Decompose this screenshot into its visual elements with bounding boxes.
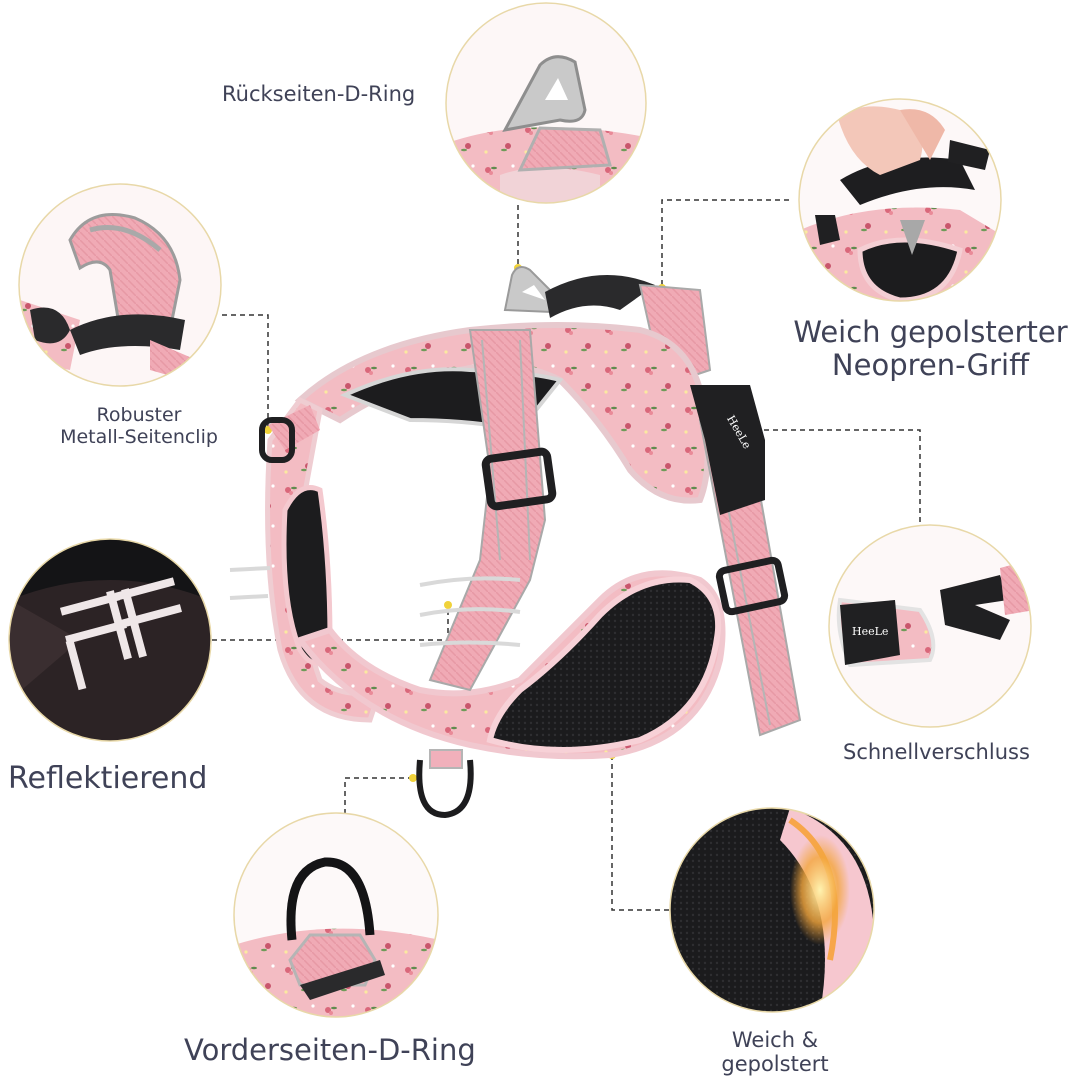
label-side-clip: Robuster Metall-Seitenclip [60,404,218,448]
leader-side-clip [222,314,269,430]
leader-handle [661,199,790,285]
detail-circle-handle [798,98,1002,302]
detail-circle-padded [669,807,875,1013]
leader-quick-release [755,429,921,525]
label-handle: Weich gepolsterter Neopren-Griff [793,315,1068,383]
detail-circle-side-clip [18,183,222,387]
detail-circle-reflective [8,538,212,742]
label-padded: Weich & gepolstert [721,1028,829,1077]
quick-release-logo: HeeLe [852,625,888,638]
detail-circle-quick-release: HeeLe [828,524,1032,728]
harness-main: HeeLe [229,265,802,819]
detail-circle-front-ring [233,812,439,1018]
detail-circle-back-ring [445,2,647,204]
leader-front-ring [344,777,413,815]
label-front-d-ring: Vorderseiten-D-Ring [184,1033,476,1067]
label-reflective: Reflektierend [8,761,208,796]
label-back-d-ring: Rückseiten-D-Ring [222,82,416,106]
leader-padded [611,755,672,911]
label-quick-release: Schnellverschluss [843,740,1030,764]
